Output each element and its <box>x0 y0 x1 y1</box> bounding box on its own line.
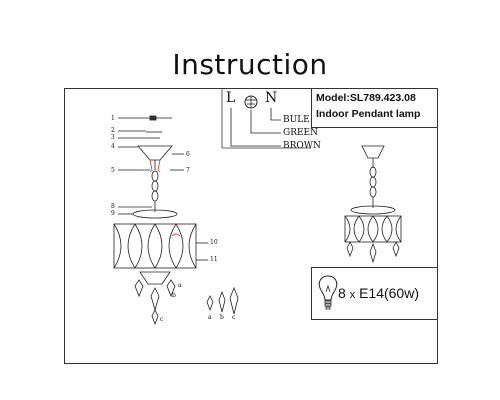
part-number: 6 <box>186 151 190 158</box>
model-info-box: Model:SL789.423.08 Indoor Pendant lamp <box>311 88 438 128</box>
bulb-count: 8 <box>338 285 346 301</box>
crystal-label: c <box>160 316 164 323</box>
bulb-spec-text: 8 x E14(60w) <box>338 285 419 301</box>
wire-brown-label: BROWN <box>283 141 321 151</box>
wire-letter-l: L <box>226 90 236 106</box>
part-number: 10 <box>210 239 218 246</box>
part-number: 9 <box>111 210 115 217</box>
part-number: 1 <box>111 115 115 122</box>
part-number: 8 <box>111 203 115 210</box>
wire-letter-n: N <box>265 90 278 106</box>
bulb-icon <box>318 275 338 310</box>
diagram-frame <box>64 88 438 364</box>
crystal-label: a <box>178 282 182 289</box>
part-number: 4 <box>111 143 115 150</box>
crystal-label: c <box>232 314 236 321</box>
part-number: 7 <box>186 167 190 174</box>
crystal-label: b <box>172 292 176 299</box>
wire-blue-label: BULE <box>283 115 310 125</box>
crystal-label: b <box>220 314 224 321</box>
bulb-type: E14(60w) <box>359 285 419 301</box>
part-number: 3 <box>111 134 115 141</box>
part-number: 5 <box>111 167 115 174</box>
wire-green-label: GREEN <box>283 128 318 138</box>
bulb-times: x <box>349 289 356 301</box>
part-number: 11 <box>210 256 218 263</box>
product-type: Indoor Pendant lamp <box>316 108 421 120</box>
page-title: Instruction <box>172 48 328 81</box>
part-number: 2 <box>111 127 115 134</box>
crystal-label: a <box>208 314 212 321</box>
bulb-spec-box: 8 x E14(60w) <box>311 267 438 320</box>
model-number: Model:SL789.423.08 <box>316 92 416 104</box>
